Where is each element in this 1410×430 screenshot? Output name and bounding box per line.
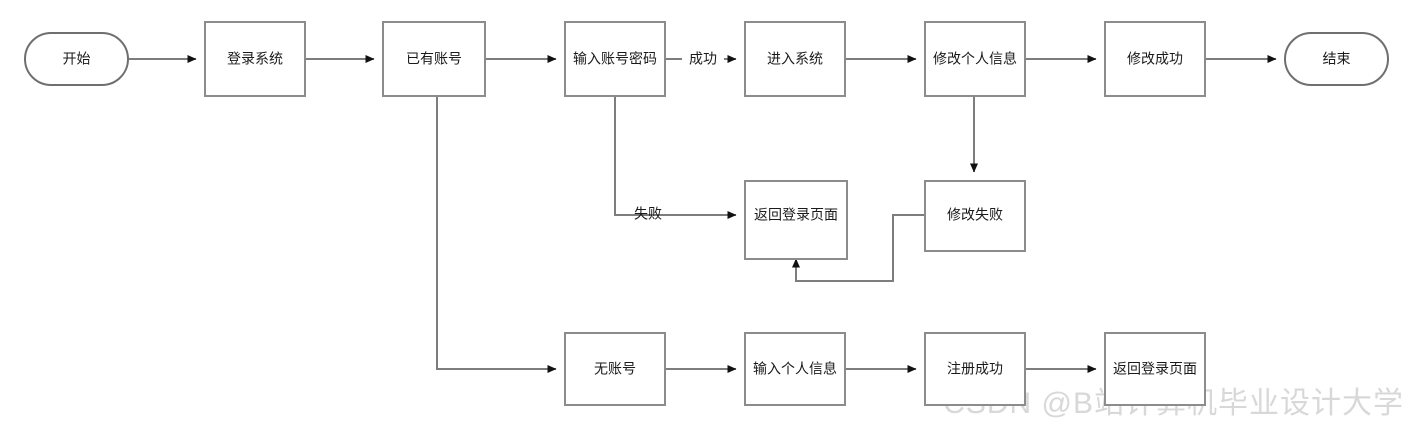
node-end-shape [1284,32,1389,86]
edge-label-failure: 失败 [634,206,662,222]
node-login-system[interactable]: 登录系统 [204,21,306,97]
node-back-to-login-2-shape [1104,332,1206,406]
node-back-to-login[interactable]: 返回登录页面 [744,180,848,260]
node-login-system-label: 登录系统 [227,51,283,67]
node-enter-system[interactable]: 进入系统 [744,21,846,97]
node-end[interactable]: 结束 [1284,32,1389,86]
node-back-to-login-2[interactable]: 返回登录页面 [1104,332,1206,406]
node-no-account[interactable]: 无账号 [564,332,666,406]
node-login-system-shape [204,21,306,97]
node-enter-credentials[interactable]: 输入账号密码 [564,21,666,97]
node-start[interactable]: 开始 [24,32,129,86]
edge-edit-failed-to-back-to-login [792,214,925,282]
node-end-label: 结束 [1323,51,1351,67]
node-start-label: 开始 [63,51,91,67]
node-back-to-login-label: 返回登录页面 [754,207,838,223]
node-enter-profile[interactable]: 输入个人信息 [744,332,846,406]
edge-enter-credentials-to-back-to-login [614,96,737,219]
node-no-account-shape [564,332,666,406]
node-enter-system-label: 进入系统 [767,51,823,67]
node-enter-profile-shape [744,332,846,406]
node-enter-system-shape [744,21,846,97]
node-back-to-login-shape [744,180,848,260]
node-edit-success-label: 修改成功 [1127,51,1183,67]
node-no-account-label: 无账号 [594,361,636,377]
node-enter-credentials-label: 输入账号密码 [573,51,657,67]
node-enter-credentials-shape [564,21,666,97]
node-has-account-label: 已有账号 [406,51,462,67]
node-edit-failed[interactable]: 修改失败 [924,180,1026,252]
node-register-success[interactable]: 注册成功 [924,332,1026,406]
node-start-shape [24,32,129,86]
node-has-account[interactable]: 已有账号 [382,21,486,97]
node-edit-success[interactable]: 修改成功 [1104,21,1206,97]
node-edit-profile-shape [924,21,1026,97]
node-register-success-shape [924,332,1026,406]
node-has-account-shape [382,21,486,97]
edge-label-success-bg [682,48,724,70]
node-edit-profile[interactable]: 修改个人信息 [924,21,1026,97]
node-enter-profile-label: 输入个人信息 [753,361,837,377]
node-edit-failed-label: 修改失败 [947,207,1003,223]
node-register-success-label: 注册成功 [947,361,1003,377]
node-edit-failed-shape [924,180,1026,252]
edge-has-account-to-no-account [436,96,557,373]
node-edit-profile-label: 修改个人信息 [933,51,1017,67]
edge-label-success: 成功 [689,51,717,67]
node-back-to-login-2-label: 返回登录页面 [1113,361,1197,377]
node-edit-success-shape [1104,21,1206,97]
